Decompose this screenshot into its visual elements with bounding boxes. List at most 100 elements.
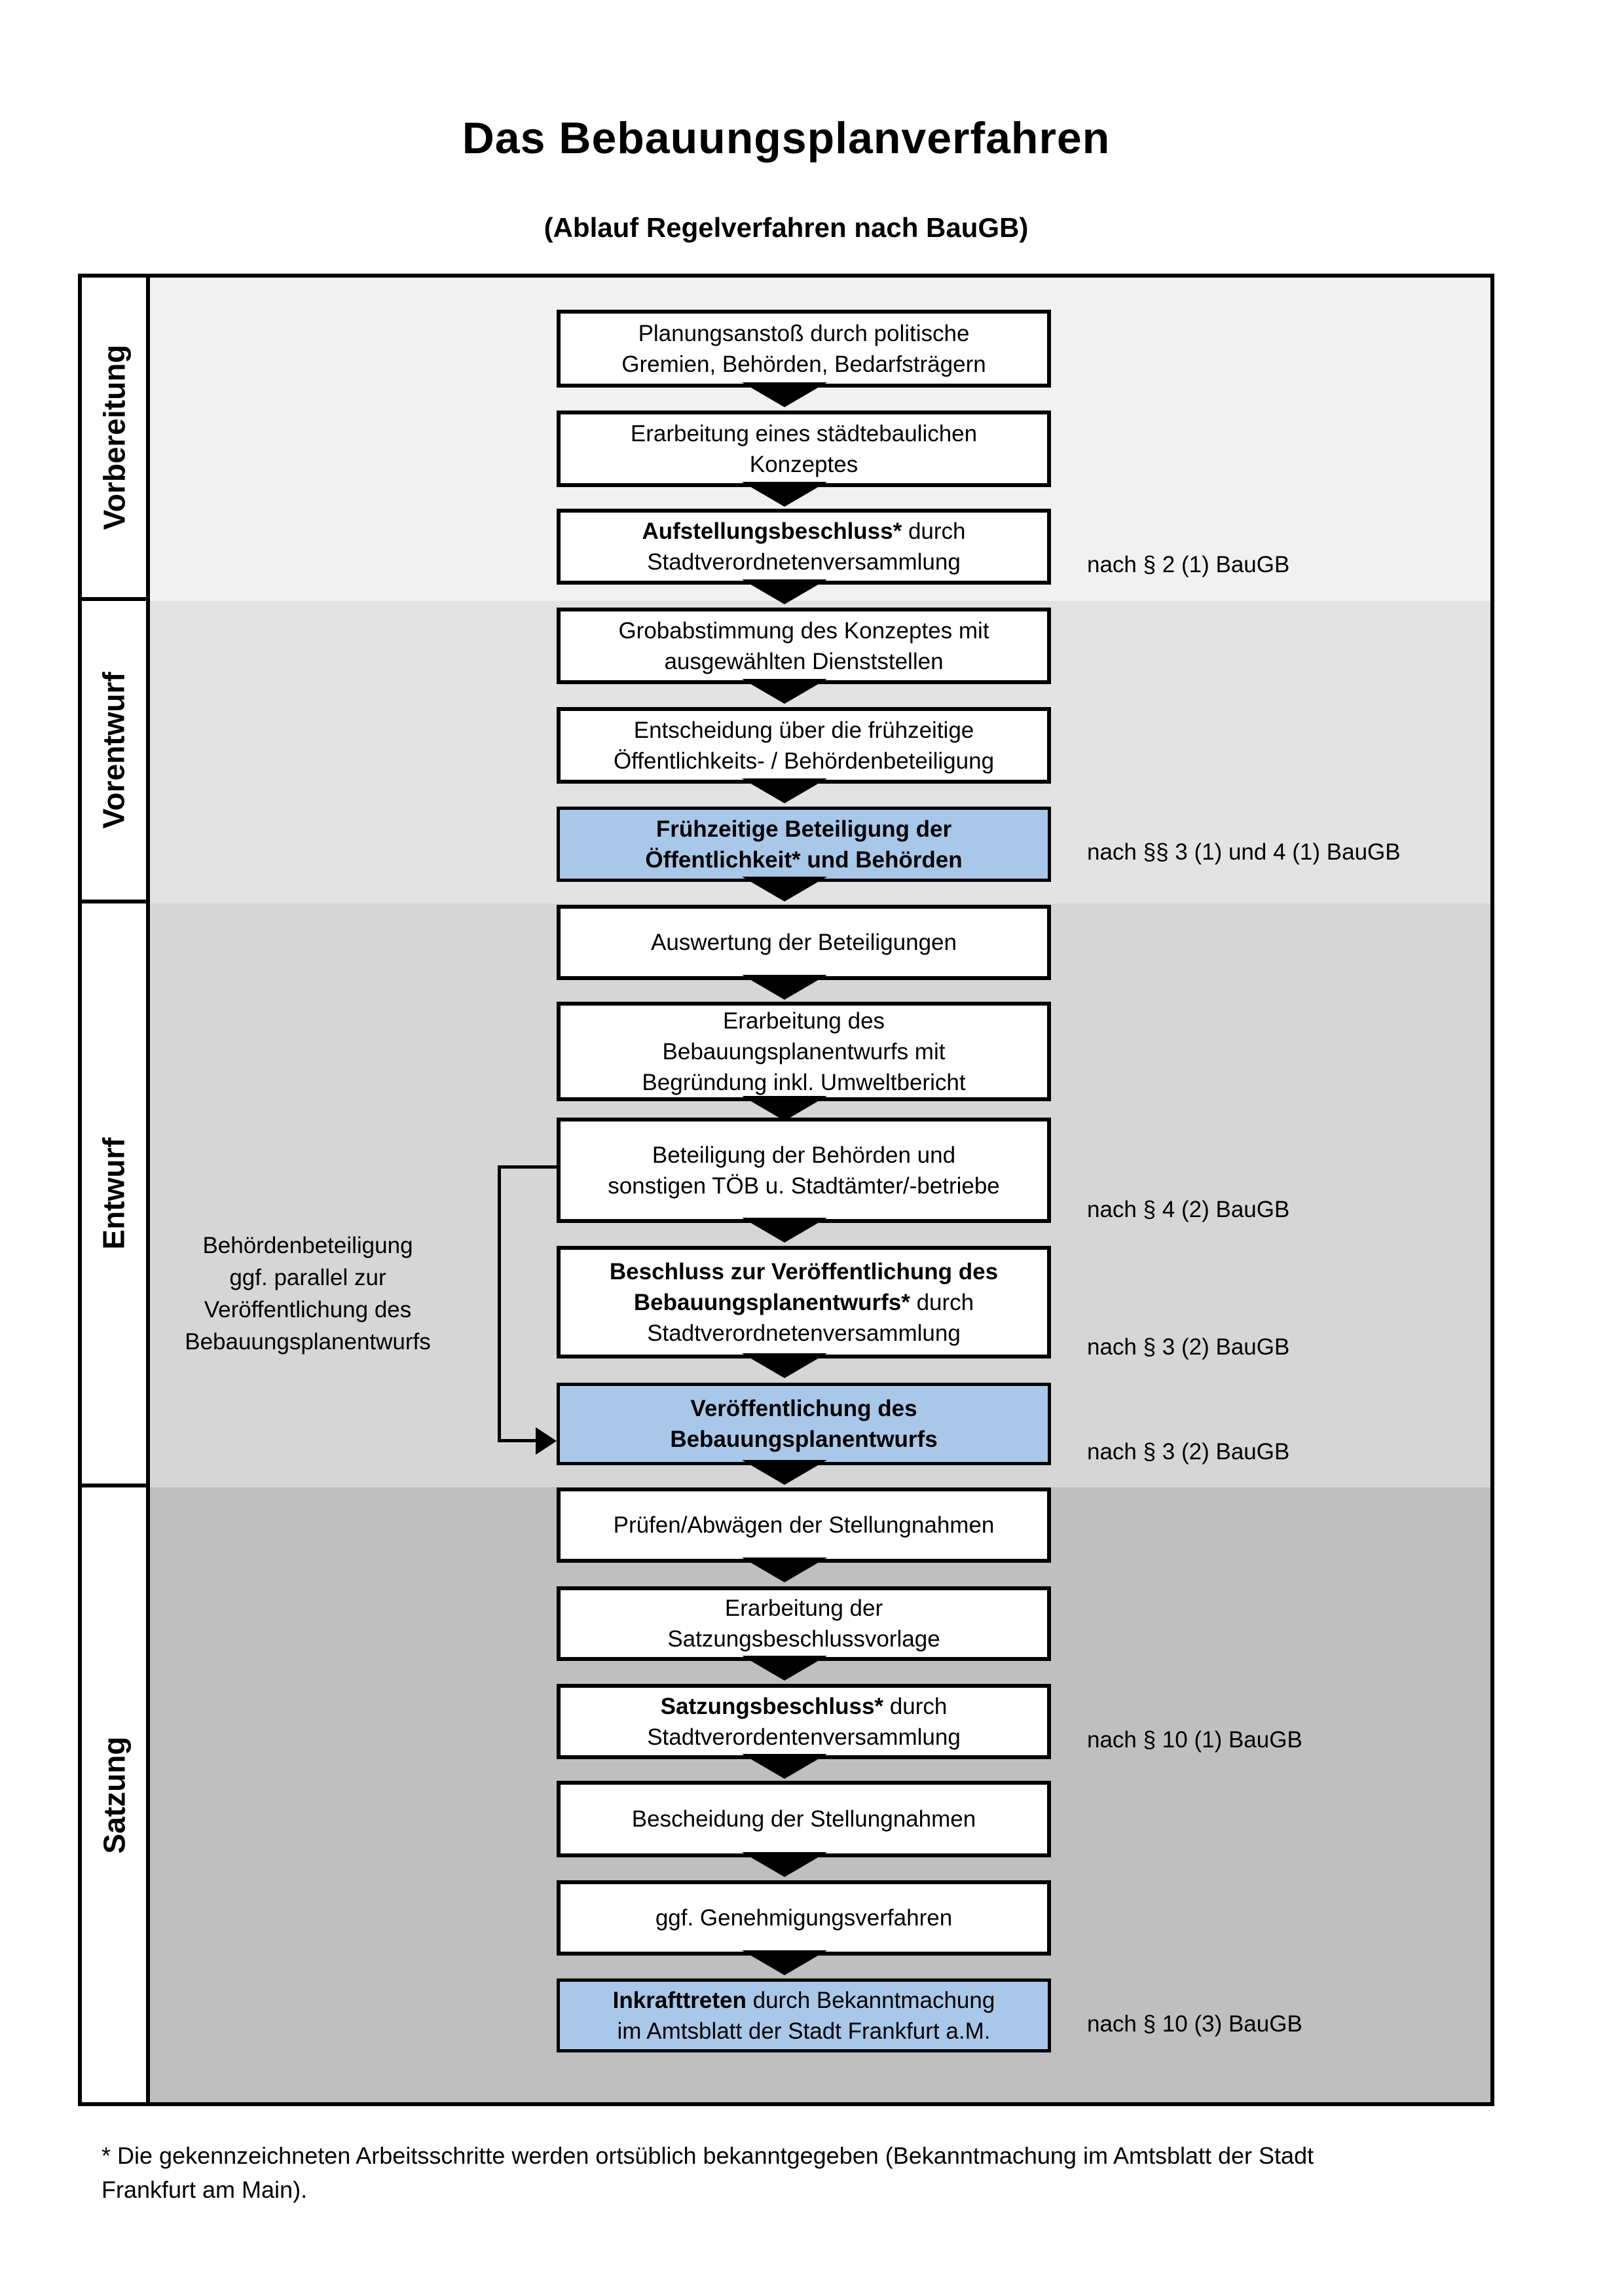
footnote-line-1: * Die gekennzeichneten Arbeitsschritte w… [101, 2142, 1314, 2169]
side-note-line: ggf. parallel zur [229, 1265, 386, 1290]
box-text-segment: Erarbeitung eines städtebaulichen [630, 420, 978, 446]
legal-reference: nach § 2 (1) BauGB [1087, 552, 1290, 577]
flow-box-grobabstimmung: Grobabstimmung des Konzeptes mit ausgewä… [557, 608, 1051, 684]
box-text-line: Erarbeitung eines städtebaulichen [631, 418, 977, 449]
box-text-line: Entscheidung über die frühzeitige [634, 715, 974, 746]
flow-arrow-down-icon [742, 1656, 827, 1681]
box-text-segment: Stadtverordnetenversammlung [647, 1320, 961, 1346]
connector-line-vertical [498, 1165, 501, 1442]
legal-reference: nach § 4 (2) BauGB [1087, 1197, 1290, 1222]
connector-arrow-right-icon [536, 1427, 557, 1455]
box-text-line: Öffentlichkeit* und Behörden [645, 845, 962, 875]
side-note-line: Behördenbeteiligung [202, 1233, 413, 1258]
box-text-segment: Entscheidung über die frühzeitige [633, 717, 974, 743]
legal-reference: nach § 10 (3) BauGB [1087, 2011, 1302, 2037]
page-subtitle: (Ablauf Regelverfahren nach BauGB) [544, 212, 1029, 243]
side-note: Behördenbeteiligung ggf. parallel zur Ve… [164, 1230, 452, 1358]
connector-line-bottom [498, 1439, 537, 1442]
flow-box-entwurf-erarbeitung: Erarbeitung des Bebauungsplanentwurfs mi… [557, 1002, 1051, 1101]
flow-arrow-down-icon [742, 1754, 827, 1779]
flow-box-auswertung: Auswertung der Beteiligungen [557, 905, 1051, 980]
box-text-line: Bebauungsplanentwurfs* durch [634, 1287, 974, 1318]
footnote-line-2: Frankfurt am Main). [101, 2176, 308, 2203]
box-text-segment: Bescheidung der Stellungnahmen [631, 1806, 976, 1832]
box-text-line: Satzungsbeschluss* durch [661, 1691, 948, 1722]
box-text-segment: Beteiligung der Behörden und [652, 1142, 956, 1168]
flow-arrow-down-icon [742, 679, 827, 704]
box-text-segment: Bebauungsplanentwurfs mit [662, 1038, 946, 1065]
box-text-segment: Satzungsbeschlussvorlage [667, 1626, 940, 1652]
page-title: Das Bebauungsplanverfahren [462, 113, 1111, 163]
flow-arrow-down-icon [742, 1852, 827, 1877]
flow-box-satzungsbeschluss: Satzungsbeschluss* durch Stadtverordente… [557, 1684, 1051, 1759]
box-text-segment: ggf. Genehmigungsverfahren [655, 1905, 953, 1931]
flow-arrow-down-icon [742, 1950, 827, 1975]
legal-reference: nach § 3 (2) BauGB [1087, 1334, 1290, 1360]
flow-box-fruehzeitige-beteiligung: Frühzeitige Beteiligung der Öffentlichke… [557, 807, 1051, 882]
box-text-segment: Erarbeitung des [722, 1008, 885, 1034]
box-text-segment: im Amtsblatt der Stadt Frankfurt a.M. [617, 2018, 991, 2044]
box-text-segment: Grobabstimmung des Konzeptes mit [618, 617, 989, 644]
flow-arrow-down-icon [742, 975, 827, 1000]
box-text-segment: Bebauungsplanentwurfs [670, 1427, 938, 1452]
box-text-line: Erarbeitung des [723, 1006, 885, 1036]
side-note-line: Veröffentlichung des [204, 1297, 412, 1322]
box-text-line: Bebauungsplanentwurfs mit [663, 1036, 946, 1067]
box-text-segment: Bebauungsplanentwurfs* [633, 1289, 910, 1315]
box-text-segment: Veröffentlichung des [690, 1396, 917, 1421]
box-text-line: Prüfen/Abwägen der Stellungnahmen [614, 1510, 995, 1540]
box-text-segment: durch [910, 1289, 974, 1315]
box-text-segment: Inkrafttreten [612, 1987, 747, 2013]
box-text-segment: durch Bekanntmachung [746, 1987, 995, 2013]
box-text-segment: Satzungsbeschluss* [660, 1693, 884, 1719]
side-note-line: Bebauungsplanentwurfs [185, 1329, 431, 1355]
box-text-segment: Aufstellungsbeschluss* [642, 519, 902, 544]
box-text-segment: Erarbeitung der [724, 1595, 883, 1621]
legal-reference: nach § 3 (2) BauGB [1087, 1439, 1290, 1465]
box-text-line: Erarbeitung der [725, 1593, 883, 1624]
flow-box-bescheidung: Bescheidung der Stellungnahmen [557, 1781, 1051, 1857]
flow-arrow-down-icon [742, 1218, 827, 1243]
box-text-segment: Auswertung der Beteiligungen [651, 930, 957, 955]
legal-reference: nach §§ 3 (1) und 4 (1) BauGB [1087, 839, 1401, 865]
box-text-line: Stadtverordnetenversammlung [647, 1318, 961, 1349]
flow-arrow-down-icon [742, 382, 827, 407]
box-text-segment: Gremien, Behörden, Bedarfsträgern [621, 351, 986, 377]
box-text-line: Öffentlichkeits- / Behördenbeteiligung [614, 746, 994, 776]
box-text-segment: Öffentlichkeit* und Behörden [645, 847, 963, 873]
box-text-line: Auswertung der Beteiligungen [651, 927, 957, 958]
flow-box-planungsanstoss: Planungsanstoß durch politische Gremien,… [557, 310, 1051, 388]
flow-box-konzept-erarbeitung: Erarbeitung eines städtebaulichen Konzep… [557, 410, 1051, 487]
flow-arrow-down-icon [742, 877, 827, 902]
section-label-cell-vorentwurf: Vorentwurf [82, 601, 150, 903]
box-text-line: ggf. Genehmigungsverfahren [655, 1903, 952, 1933]
box-text-segment: Planungsanstoß durch politische [638, 320, 970, 346]
flow-box-entscheidung-beteiligung: Entscheidung über die frühzeitige Öffent… [557, 707, 1051, 784]
flow-arrow-down-icon [742, 1558, 827, 1582]
box-text-line: ausgewählten Dienststellen [664, 646, 943, 677]
box-text-line: Stadtverordentenversammlung [647, 1722, 961, 1753]
box-text-line: Beschluss zur Veröffentlichung des [610, 1256, 998, 1287]
box-text-line: Satzungsbeschlussvorlage [667, 1624, 940, 1654]
flow-arrow-down-icon [742, 1096, 827, 1121]
box-text-segment: Prüfen/Abwägen der Stellungnahmen [613, 1512, 995, 1538]
flow-arrow-down-icon [742, 778, 827, 803]
box-text-segment: durch [902, 519, 966, 544]
box-text-segment: sonstigen TÖB u. Stadtämter/-betriebe [608, 1173, 1000, 1199]
box-text-segment: Beschluss zur Veröffentlichung des [609, 1258, 999, 1285]
box-text-segment: Konzeptes [749, 451, 858, 477]
flow-box-inkrafttreten: Inkrafttreten durch Bekanntmachung im Am… [557, 1978, 1051, 2052]
box-text-line: sonstigen TÖB u. Stadtämter/-betriebe [608, 1171, 1000, 1201]
box-text-line: Stadtverordnetenversammlung [647, 547, 961, 577]
legal-reference: nach § 10 (1) BauGB [1087, 1727, 1302, 1753]
box-text-line: Begründung inkl. Umweltbericht [642, 1067, 965, 1098]
section-label-cell-satzung: Satzung [82, 1487, 150, 2102]
flow-box-genehmigungsverfahren: ggf. Genehmigungsverfahren [557, 1880, 1051, 1956]
box-text-line: Bebauungsplanentwurfs [670, 1424, 937, 1455]
box-text-line: Gremien, Behörden, Bedarfsträgern [621, 349, 986, 380]
box-text-line: Frühzeitige Beteiligung der [656, 814, 951, 845]
flow-arrow-down-icon [742, 579, 827, 604]
box-text-segment: durch [883, 1693, 948, 1719]
